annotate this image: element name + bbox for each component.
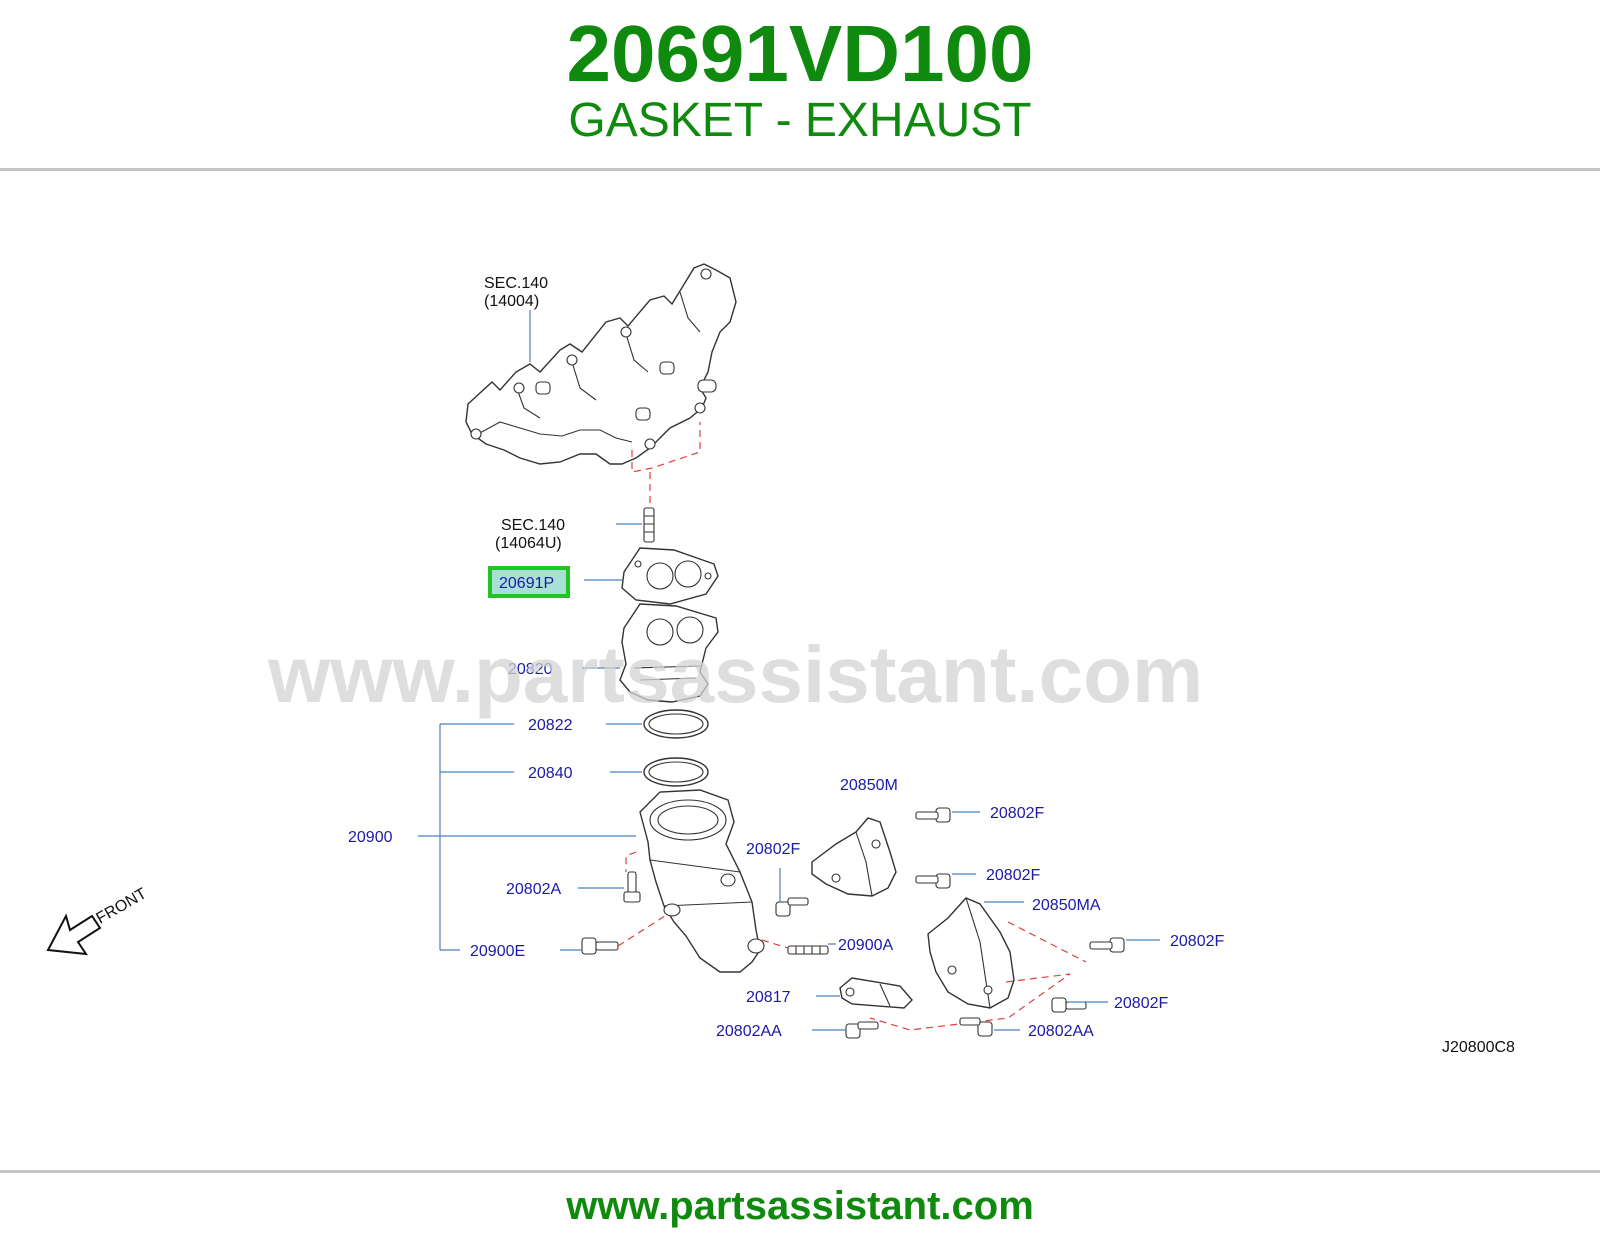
- label-20802F-4[interactable]: 20802F: [1170, 933, 1224, 950]
- front-label: FRONT: [94, 885, 150, 927]
- footer-divider: [0, 1170, 1600, 1173]
- label-sec140-a-ref: (14004): [484, 293, 539, 310]
- label-20817[interactable]: 20817: [746, 989, 791, 1006]
- exhaust-gasket-20691P: [621, 547, 719, 605]
- bolt-20802F-1: [915, 807, 951, 823]
- label-20820[interactable]: 20820: [508, 661, 553, 678]
- highlight-box-20691P: [488, 566, 570, 598]
- label-20850MA[interactable]: 20850MA: [1032, 897, 1101, 914]
- diagram-code: J20800C8: [1442, 1039, 1515, 1056]
- leader-bracket-20900: [418, 723, 636, 951]
- part-number-title: 20691VD100: [566, 9, 1034, 98]
- label-20900[interactable]: 20900: [348, 829, 393, 846]
- label-20802F-2[interactable]: 20802F: [986, 867, 1040, 884]
- label-20900A[interactable]: 20900A: [838, 937, 893, 954]
- bolt-20802F-5: [1051, 997, 1087, 1013]
- exhaust-manifold: [465, 263, 737, 522]
- footer-url-link[interactable]: www.partsassistant.com: [566, 1184, 1034, 1228]
- label-sec140-a: SEC.140: [484, 275, 548, 292]
- bolt-20802F-2: [915, 873, 951, 889]
- label-sec140-b: SEC.140: [501, 517, 565, 534]
- stud-20900A: [787, 945, 829, 955]
- exhaust-flange-20820: [619, 603, 719, 703]
- label-20850M[interactable]: 20850M: [840, 777, 898, 794]
- bolt-20802AA-1: [845, 1021, 879, 1039]
- label-20802AA-1[interactable]: 20802AA: [716, 1023, 782, 1040]
- watermark-text: www.partsassistant.com: [267, 630, 1203, 719]
- heat-insulator-20850MA: [927, 897, 1015, 1009]
- label-20802F-5[interactable]: 20802F: [1114, 995, 1168, 1012]
- gasket-ring-20840-inner: [648, 761, 704, 783]
- bolt-20900E: [581, 937, 619, 955]
- label-20900E[interactable]: 20900E: [470, 943, 525, 960]
- label-20802F-1[interactable]: 20802F: [990, 805, 1044, 822]
- header-divider: [0, 168, 1600, 171]
- bolt-20802F-4: [1089, 937, 1125, 953]
- label-20840[interactable]: 20840: [528, 765, 573, 782]
- part-name-subtitle: GASKET - EXHAUST: [568, 94, 1032, 147]
- page-header: 20691VD100 GASKET - EXHAUST: [0, 0, 1600, 170]
- heat-insulator-20850M: [811, 817, 897, 897]
- label-20802AA-2[interactable]: 20802AA: [1028, 1023, 1094, 1040]
- bolt-20802A: [623, 871, 641, 903]
- parts-diagram: SEC.140 (14004) SEC.140 (14064U) 20691P: [0, 172, 1600, 1168]
- catalytic-converter-20900: [625, 789, 765, 973]
- label-sec140-b-ref: (14064U): [495, 535, 562, 552]
- bolt-20802F-3: [775, 897, 809, 917]
- seal-ring-20822-inner: [648, 713, 704, 735]
- bolt-20802AA-2: [959, 1017, 993, 1037]
- diagram-canvas: SEC.140 (14004) SEC.140 (14064U) 20691P: [46, 263, 1515, 1056]
- stud-14064U: [643, 507, 655, 543]
- bracket-20817: [839, 977, 913, 1009]
- front-arrow-icon: [46, 913, 102, 956]
- label-20691P[interactable]: 20691P: [499, 575, 554, 592]
- label-20802A[interactable]: 20802A: [506, 881, 561, 898]
- label-20822[interactable]: 20822: [528, 717, 573, 734]
- label-20802F-3[interactable]: 20802F: [746, 841, 800, 858]
